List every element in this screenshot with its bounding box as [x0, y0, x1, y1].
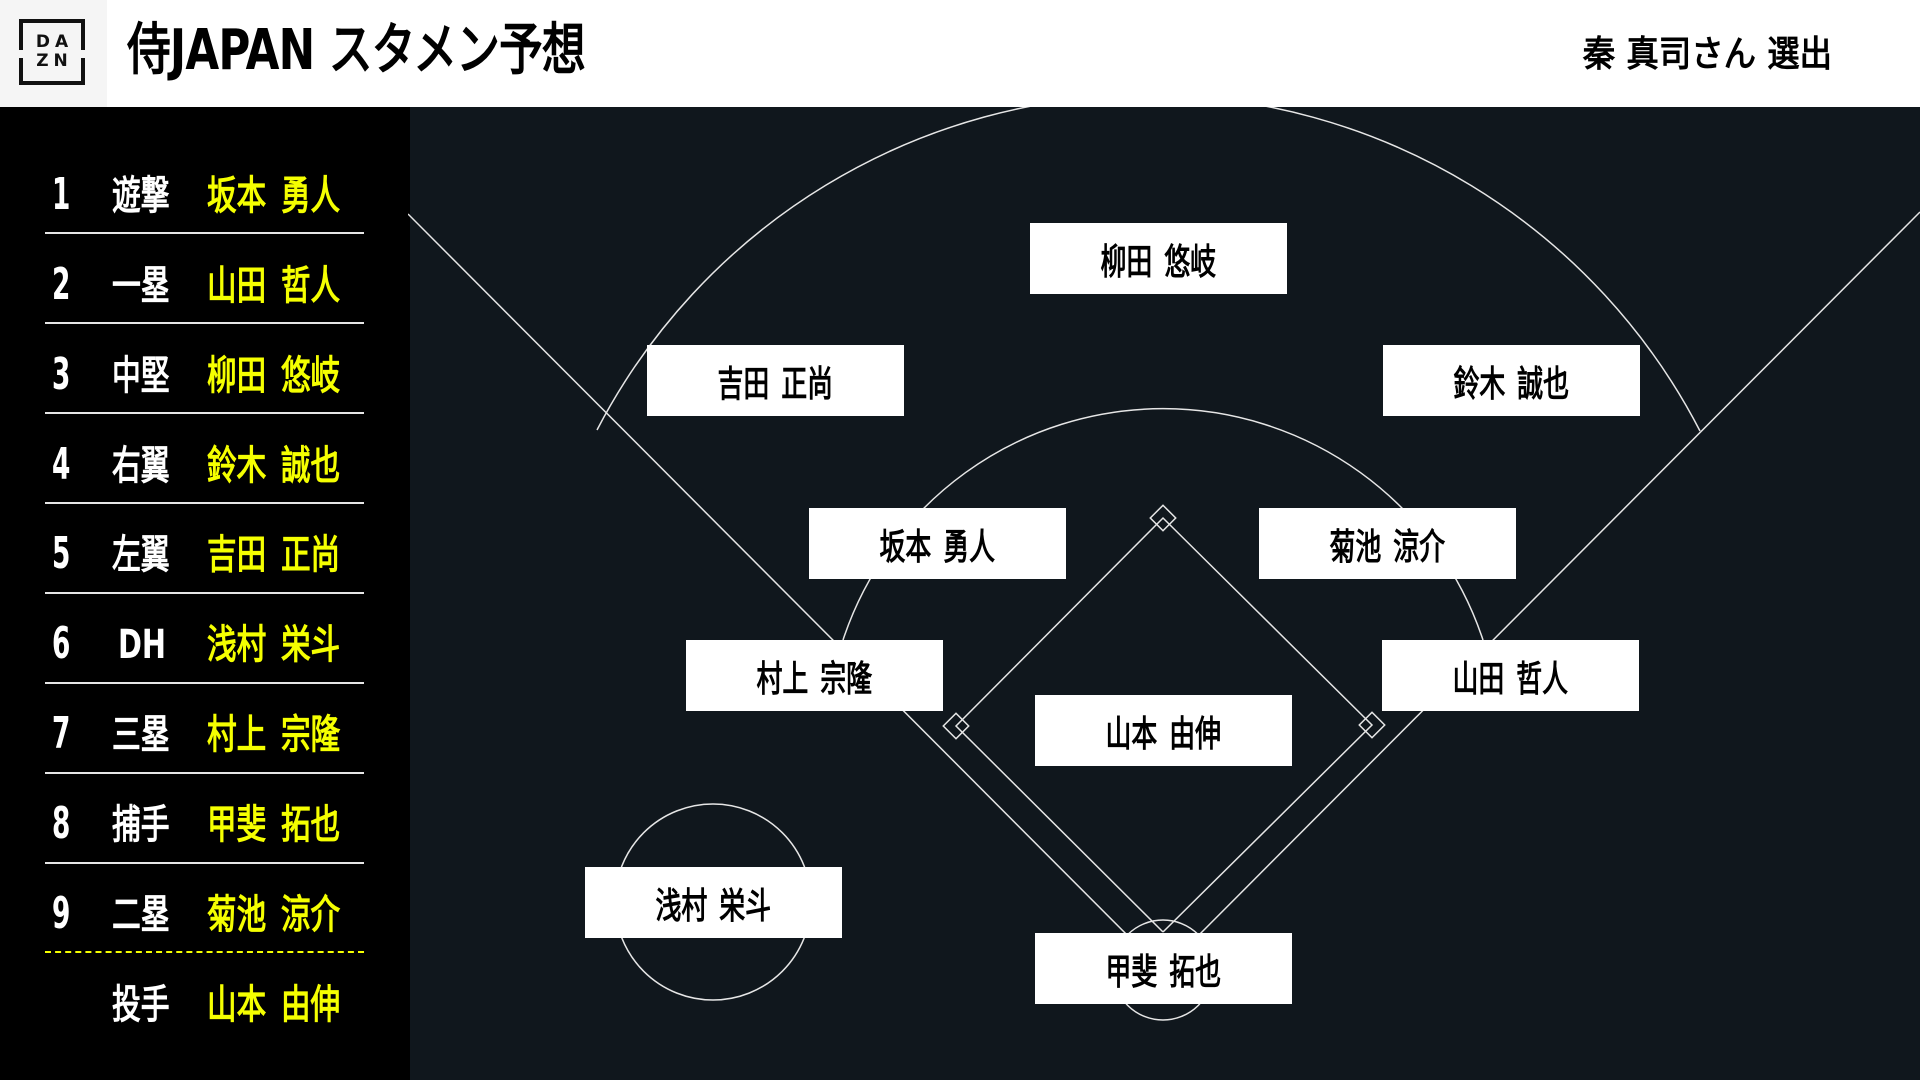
lineup-row-pitcher: 投手 山本 由伸: [0, 960, 410, 1048]
player-name: 柳田 悠岐: [207, 353, 341, 399]
lineup-row-5: 5 左翼 吉田 正尚: [0, 510, 410, 598]
player-plate-catcher: 甲斐 拓也: [1035, 933, 1292, 1004]
player-name: 甲斐 拓也: [1105, 951, 1222, 993]
batting-order-number: 9: [52, 888, 71, 939]
player-name: 村上 宗隆: [756, 658, 873, 700]
player-name: 山本 由伸: [1105, 713, 1222, 755]
position-label: DH: [118, 622, 167, 668]
batting-order-number: 8: [52, 798, 71, 849]
position-label: 遊撃: [112, 173, 170, 219]
row-divider: [45, 232, 364, 234]
player-plate-designated-hitter: 浅村 栄斗: [585, 867, 842, 938]
player-name: 柳田 悠岐: [1100, 241, 1217, 283]
lineup-row-1: 1 遊撃 坂本 勇人: [0, 151, 410, 239]
player-name: 坂本 勇人: [879, 526, 996, 568]
position-label: 左翼: [112, 532, 170, 578]
lineup-row-8: 8 捕手 甲斐 拓也: [0, 780, 410, 868]
batting-order-panel: 1 遊撃 坂本 勇人 2 一塁 山田 哲人 3 中堅 柳田 悠岐 4 右翼 鈴木…: [0, 107, 410, 1080]
row-divider: [45, 412, 364, 414]
base-paths: [954, 516, 1374, 933]
row-divider: [45, 862, 364, 864]
batting-order-number: 4: [52, 439, 71, 490]
logo-text-bottom: ZN: [36, 51, 73, 71]
position-label: 二塁: [112, 892, 170, 938]
position-label: 右翼: [112, 443, 170, 489]
position-label: 一塁: [112, 263, 170, 309]
first-base: [1358, 711, 1386, 739]
lineup-row-3: 3 中堅 柳田 悠岐: [0, 331, 410, 419]
player-plate-left-field: 吉田 正尚: [647, 345, 904, 416]
third-base: [942, 712, 970, 740]
position-label: 捕手: [112, 802, 170, 848]
lineup-row-4: 4 右翼 鈴木 誠也: [0, 421, 410, 509]
lineup-row-7: 7 三塁 村上 宗隆: [0, 690, 410, 778]
position-label: 三塁: [112, 712, 170, 758]
lineup-row-2: 2 一塁 山田 哲人: [0, 241, 410, 329]
player-plate-third-base: 村上 宗隆: [686, 640, 943, 711]
row-divider: [45, 502, 364, 504]
player-name: 村上 宗隆: [207, 712, 341, 758]
lineup-row-6: 6 DH 浅村 栄斗: [0, 600, 410, 688]
player-plate-pitcher: 山本 由伸: [1035, 695, 1292, 766]
page-title: 侍JAPAN スタメン予想: [127, 18, 586, 83]
row-divider: [45, 772, 364, 774]
player-name: 鈴木 誠也: [1453, 363, 1570, 405]
player-plate-second-base: 菊池 涼介: [1259, 508, 1516, 579]
position-label: 中堅: [112, 353, 170, 399]
player-name: 山田 哲人: [1452, 658, 1569, 700]
batting-order-number: 2: [52, 259, 71, 310]
player-plate-first-base: 山田 哲人: [1382, 640, 1639, 711]
batting-order-number: 6: [52, 618, 71, 669]
dazn-logo: DA ZN: [0, 0, 107, 107]
dazn-logo-mark: DA ZN: [18, 19, 86, 85]
batting-order-number: 3: [52, 349, 71, 400]
row-divider: [45, 322, 364, 324]
player-name: 浅村 栄斗: [655, 885, 772, 927]
player-name: 吉田 正尚: [207, 532, 341, 578]
second-base: [1149, 504, 1177, 532]
player-name: 甲斐 拓也: [207, 802, 341, 848]
logo-text-top: DA: [35, 32, 74, 52]
player-name: 吉田 正尚: [717, 363, 834, 405]
batting-order-number: 1: [52, 169, 71, 220]
baseball-field: 柳田 悠岐 吉田 正尚 鈴木 誠也 坂本 勇人 菊池 涼介 村上 宗隆 山田 哲…: [408, 107, 1920, 1080]
player-plate-right-field: 鈴木 誠也: [1383, 345, 1640, 416]
right-foul-line: [1175, 211, 1920, 959]
pitcher-divider-dashed: [45, 951, 364, 953]
selector-credit: 秦 真司さん 選出: [1582, 34, 1832, 75]
player-name: 浅村 栄斗: [207, 622, 341, 668]
player-name: 鈴木 誠也: [207, 443, 341, 489]
row-divider: [45, 682, 364, 684]
lineup-row-9: 9 二塁 菊池 涼介: [0, 870, 410, 958]
row-divider: [45, 592, 364, 594]
player-plate-shortstop: 坂本 勇人: [809, 508, 1066, 579]
outfield-arc: [596, 107, 1701, 432]
player-name: 坂本 勇人: [207, 173, 341, 219]
player-name: 菊池 涼介: [1329, 526, 1446, 568]
player-name: 菊池 涼介: [207, 892, 341, 938]
left-foul-line: [408, 213, 1151, 959]
batting-order-number: 7: [52, 708, 71, 759]
header-bar: DA ZN 侍JAPAN スタメン予想 秦 真司さん 選出: [0, 0, 1920, 107]
batting-order-number: 5: [52, 528, 71, 579]
player-plate-center-field: 柳田 悠岐: [1030, 223, 1287, 294]
player-name: 山本 由伸: [207, 982, 341, 1028]
position-label: 投手: [112, 982, 170, 1028]
player-name: 山田 哲人: [207, 263, 341, 309]
